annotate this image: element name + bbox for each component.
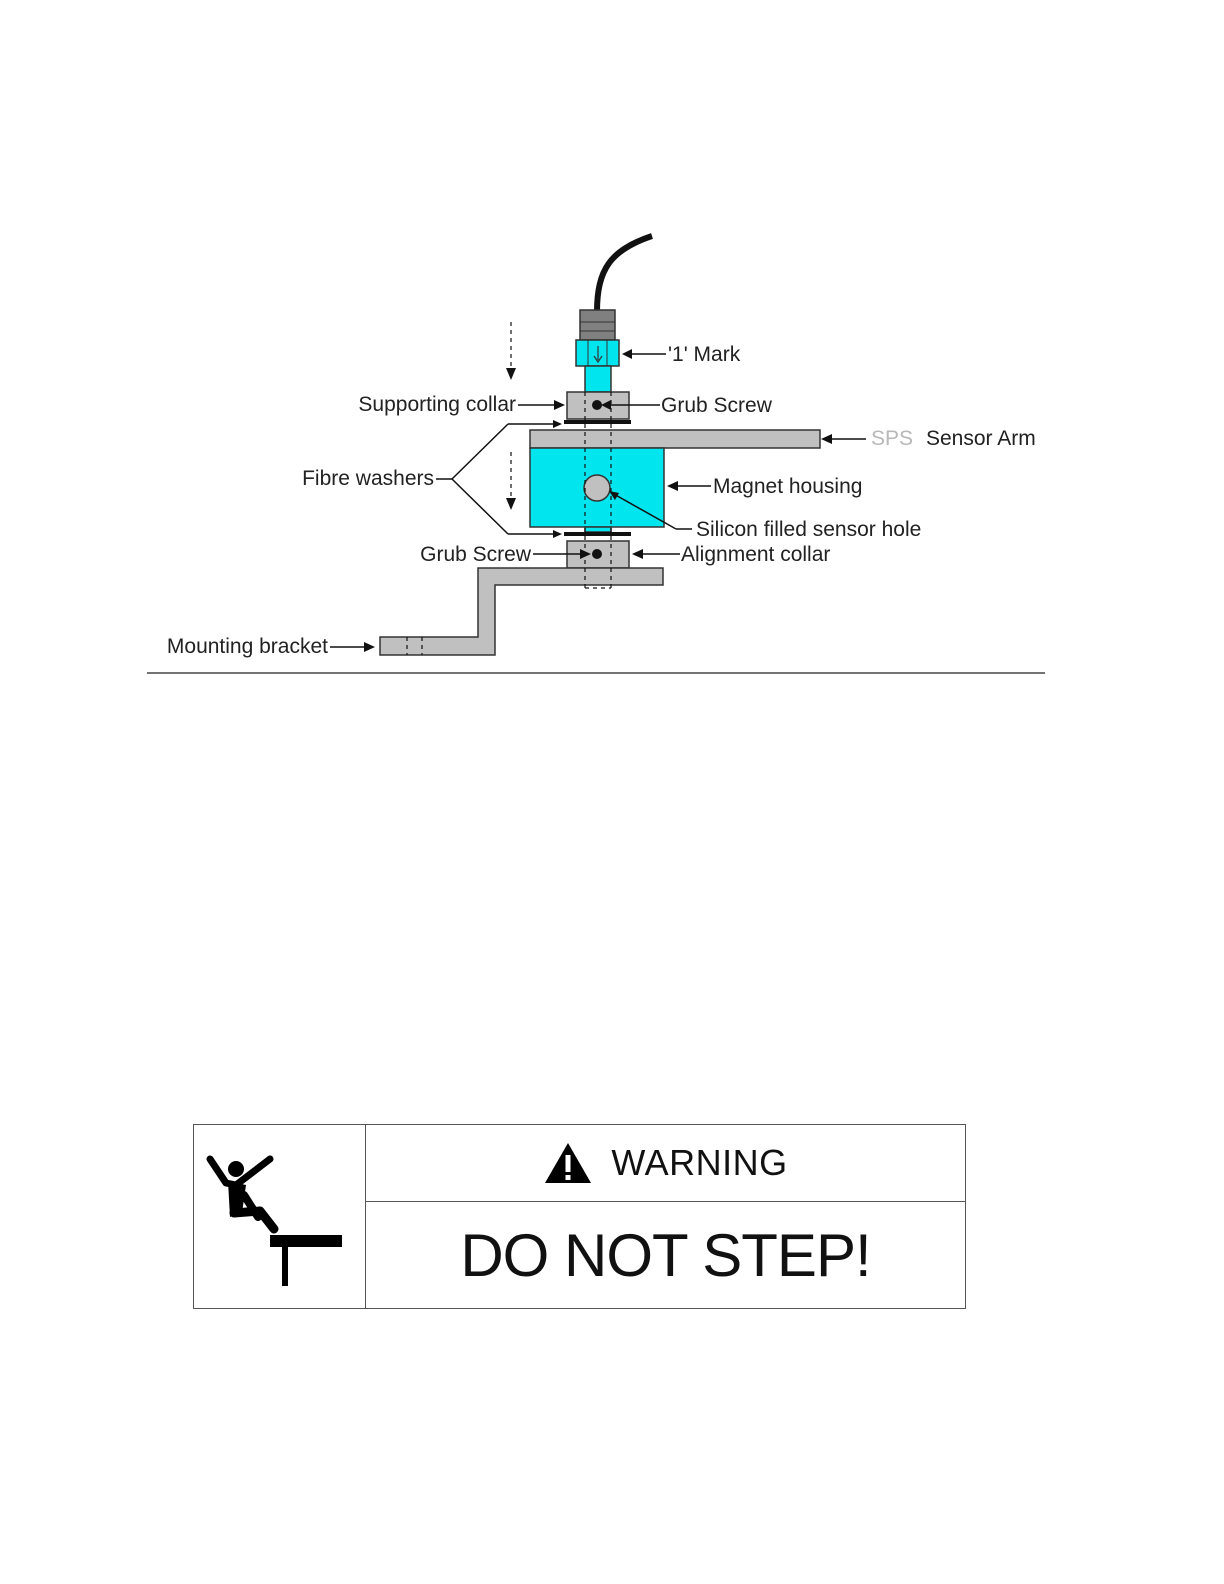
warning-sign: WARNING DO NOT STEP! — [193, 1124, 966, 1309]
silicon-sensor-hole — [584, 475, 610, 501]
sign-header: WARNING — [366, 1125, 965, 1202]
warning-triangle-icon — [543, 1141, 593, 1185]
sensor-assembly-diagram: '1' Mark Supporting collar Grub Screw SP… — [0, 0, 1224, 700]
sensor-cable — [597, 236, 652, 312]
label-mounting-bracket: Mounting bracket — [167, 635, 328, 658]
sign-icon-cell — [194, 1125, 366, 1308]
fibre-washer-top — [564, 420, 631, 424]
fibre-washer-bottom — [564, 532, 631, 536]
cable-gland — [580, 310, 615, 340]
sign-body: DO NOT STEP! — [366, 1202, 965, 1308]
label-sensor-arm: Sensor Arm — [926, 427, 1036, 450]
label-supporting-collar: Supporting collar — [358, 393, 516, 416]
sensor-shaft-bottom — [585, 527, 611, 532]
label-silicon-hole: Silicon filled sensor hole — [696, 518, 921, 541]
label-one-mark: '1' Mark — [668, 343, 741, 366]
label-sps: SPS — [871, 427, 913, 450]
grub-screw-top-dot — [592, 400, 602, 410]
label-grub-screw-top: Grub Screw — [661, 394, 773, 417]
sensor-shaft-top — [585, 366, 611, 392]
grub-screw-bottom-dot — [592, 549, 602, 559]
sps-sensor-arm — [530, 430, 820, 448]
sign-text-cell: WARNING DO NOT STEP! — [366, 1125, 965, 1308]
label-magnet-housing: Magnet housing — [713, 475, 862, 498]
label-fibre-washers: Fibre washers — [302, 467, 434, 490]
sign-header-text: WARNING — [611, 1142, 787, 1184]
label-alignment-collar: Alignment collar — [681, 543, 830, 566]
mounting-bracket — [380, 568, 663, 655]
falling-person-icon — [194, 1125, 365, 1308]
label-grub-screw-bottom: Grub Screw — [420, 543, 532, 566]
sign-message: DO NOT STEP! — [460, 1221, 870, 1290]
